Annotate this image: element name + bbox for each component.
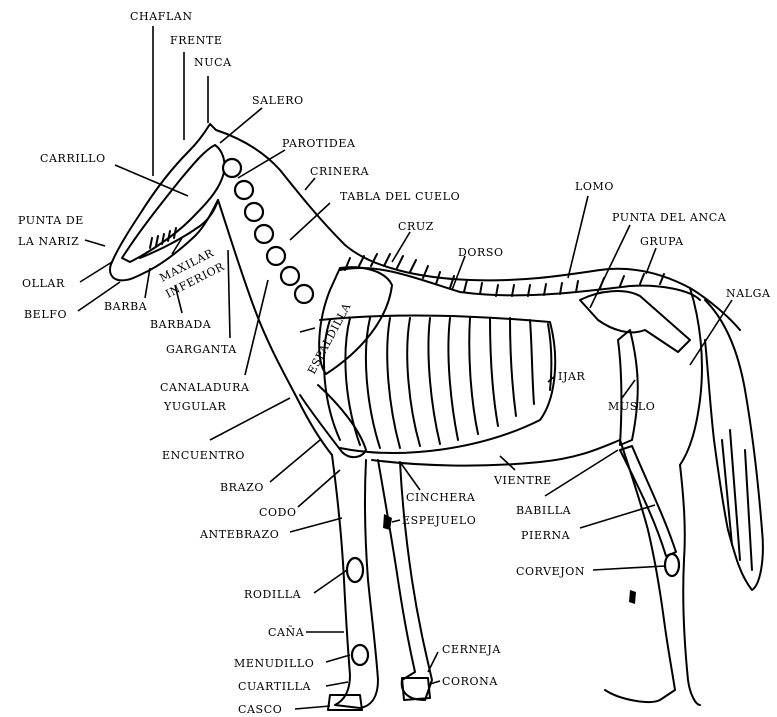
- label-barbada: BARBADA: [150, 318, 212, 331]
- label-casco: CASCO: [238, 703, 282, 716]
- label-pierna: PIERNA: [521, 529, 571, 542]
- leader-cuartilla: [326, 682, 348, 686]
- leader-lomo: [568, 196, 588, 278]
- label-punta-de-la-nariz-line2: LA NARIZ: [18, 235, 79, 248]
- label-tabla-del-cuello: TABLA DEL CUELO: [340, 190, 460, 203]
- label-punta-del-anca: PUNTA DEL ANCA: [612, 211, 727, 224]
- label-espejuelo: ESPEJUELO: [402, 514, 476, 527]
- leader-rodilla: [314, 570, 347, 593]
- label-antebrazo: ANTEBRAZO: [199, 528, 279, 541]
- label-menudillo: MENUDILLO: [234, 657, 314, 670]
- vertebra-c1: [223, 159, 241, 177]
- leader-antebrazo: [290, 518, 342, 532]
- skull: [122, 145, 225, 262]
- label-cana: CAÑA: [268, 625, 305, 639]
- label-codo: CODO: [259, 506, 297, 519]
- label-ollar: OLLAR: [22, 277, 65, 290]
- ribcage: [324, 318, 551, 448]
- label-ijar: IJAR: [558, 370, 585, 383]
- vertebra-c6: [281, 267, 299, 285]
- labels: CHAFLAN FRENTE NUCA SALERO CARRILLO PARO…: [18, 10, 771, 716]
- hind-legs: [605, 440, 700, 705]
- label-nuca: NUCA: [194, 56, 232, 69]
- vertebra-c7: [295, 285, 313, 303]
- leader-cruz: [392, 232, 410, 262]
- hindquarter: [680, 288, 702, 465]
- leader-lines: [78, 26, 732, 709]
- leader-dorso: [452, 256, 465, 290]
- leader-corvejon: [593, 566, 665, 570]
- label-frente: FRENTE: [170, 34, 223, 47]
- leader-menudillo: [326, 655, 350, 662]
- label-garganta: GARGANTA: [166, 343, 237, 356]
- hind-chestnut-mark: [629, 590, 636, 604]
- leader-espejuelo: [392, 520, 400, 522]
- femur: [618, 330, 638, 445]
- label-cuartilla: CUARTILLA: [238, 680, 311, 693]
- vertebra-c4: [255, 225, 273, 243]
- tail: [705, 300, 763, 590]
- leader-codo: [298, 470, 340, 507]
- vertebra-c3: [245, 203, 263, 221]
- leader-ollar: [80, 262, 112, 282]
- leader-cinchera: [400, 462, 420, 490]
- label-encuentro: ENCUENTRO: [162, 449, 245, 462]
- knee-joint: [347, 558, 363, 582]
- leader-carrillo: [115, 165, 188, 196]
- label-canaladura-line2: YUGULAR: [163, 400, 226, 413]
- label-carrillo: CARRILLO: [40, 152, 106, 165]
- leader-garganta: [228, 250, 230, 338]
- leader-espaldilla: [300, 328, 315, 332]
- label-brazo: BRAZO: [220, 481, 264, 494]
- tail-hair-3: [745, 450, 752, 570]
- label-cinchera: CINCHERA: [406, 491, 476, 504]
- label-crinera: CRINERA: [310, 165, 370, 178]
- vertebra-c2: [235, 181, 253, 199]
- vertebra-c5: [267, 247, 285, 265]
- label-chaflan: CHAFLAN: [130, 10, 193, 23]
- skeleton-head-neck: [122, 145, 313, 303]
- label-vientre: VIENTRE: [493, 474, 552, 487]
- hind-leg-right: [680, 465, 700, 705]
- label-parotidea: PAROTIDEA: [282, 137, 356, 150]
- label-dorso: DORSO: [458, 246, 504, 259]
- leader-babilla: [545, 450, 618, 496]
- leader-salero: [220, 108, 262, 143]
- label-lomo: LOMO: [575, 180, 614, 193]
- label-punta-de-la-nariz-line1: PUNTA DE: [18, 214, 84, 227]
- label-canaladura-line1: CANALADURA: [160, 381, 250, 394]
- label-cerneja: CERNEJA: [442, 643, 501, 656]
- label-nalga: NALGA: [726, 287, 771, 300]
- label-salero: SALERO: [252, 94, 304, 107]
- leader-cerneja: [428, 652, 438, 672]
- leader-punta-nariz: [85, 240, 105, 246]
- teeth: [150, 228, 176, 248]
- label-rodilla: RODILLA: [244, 588, 302, 601]
- leader-brazo: [270, 440, 320, 482]
- hock-joint: [665, 554, 679, 576]
- label-corvejon: CORVEJON: [516, 565, 585, 578]
- leader-vientre: [500, 456, 515, 470]
- leader-crinera: [305, 178, 315, 190]
- label-grupa: GRUPA: [640, 235, 684, 248]
- leader-punta-anca: [590, 225, 630, 308]
- label-muslo: MUSLO: [608, 400, 655, 413]
- label-barba: BARBA: [104, 300, 148, 313]
- chestnut-mark: [383, 514, 392, 530]
- label-corona: CORONA: [442, 675, 498, 688]
- leader-muslo: [622, 380, 635, 398]
- pelvis: [580, 291, 690, 352]
- label-babilla: BABILLA: [516, 504, 572, 517]
- label-belfo: BELFO: [24, 308, 67, 321]
- leader-grupa: [646, 248, 656, 274]
- fetlock-joint: [352, 645, 368, 665]
- leader-casco: [295, 706, 330, 709]
- label-cruz: CRUZ: [398, 220, 434, 233]
- hind-leg-left: [605, 440, 675, 702]
